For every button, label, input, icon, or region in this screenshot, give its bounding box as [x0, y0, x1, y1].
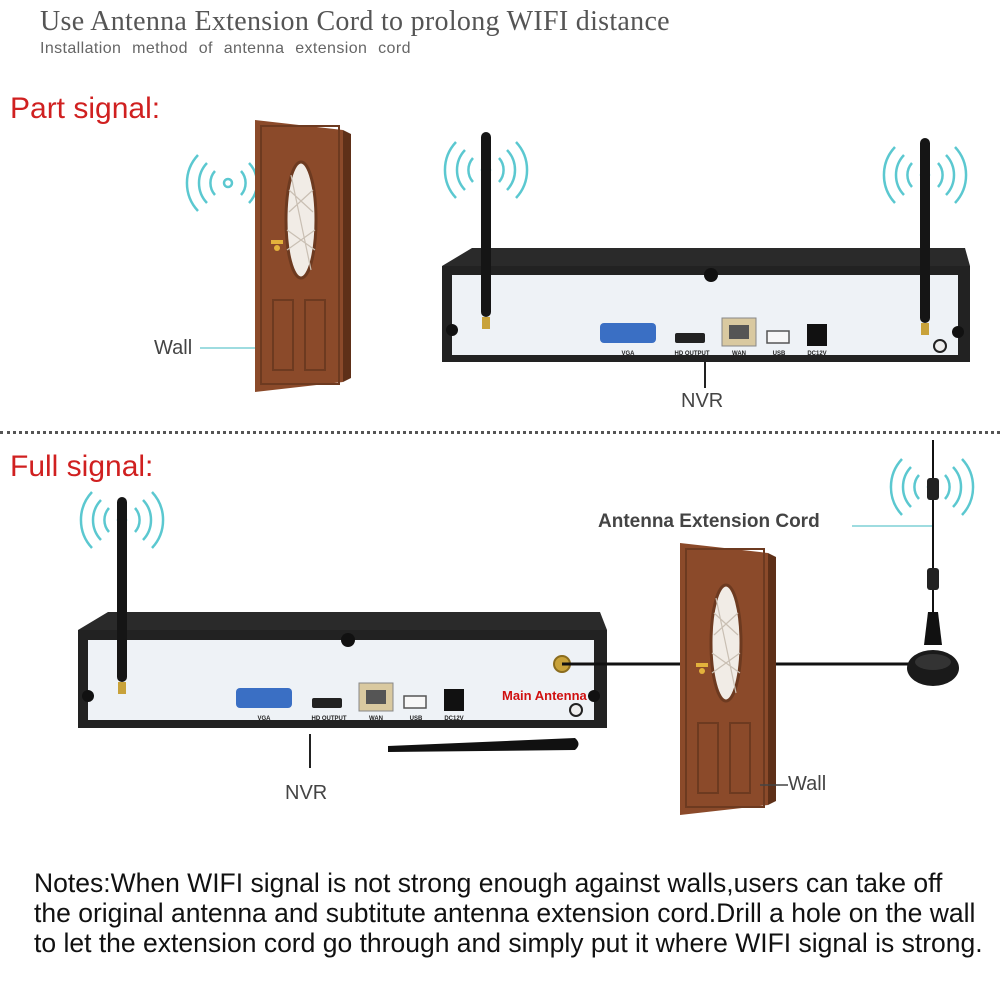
- installation-diagram: VGA HD OUTPUT WAN USB DC12V VGA HD OUTPU…: [78, 118, 975, 817]
- part-signal-antenna-left-icon: [481, 132, 491, 329]
- full-signal-heading: Full signal:: [10, 450, 154, 483]
- part-signal-antenna-right-icon: [920, 138, 930, 335]
- section-divider: [0, 431, 1000, 434]
- svg-text:HD OUTPUT: HD OUTPUT: [312, 716, 347, 722]
- installation-notes: Notes:When WIFI signal is not strong eno…: [34, 868, 983, 958]
- svg-text:WAN: WAN: [369, 716, 383, 722]
- part-signal-nvr: VGA HD OUTPUT WAN USB DC12V: [442, 248, 970, 362]
- full-signal-nvr: VGA HD OUTPUT WAN USB DC12V: [78, 612, 607, 728]
- full-signal-nvr-label: NVR: [285, 782, 328, 804]
- extension-cord-label: Antenna Extension Cord: [598, 511, 820, 532]
- part-signal-door: [253, 118, 353, 394]
- detached-antenna-icon: [388, 738, 579, 752]
- full-signal-wall-label: Wall: [788, 773, 827, 795]
- full-signal-antenna-icon: [117, 497, 127, 694]
- svg-text:WAN: WAN: [732, 351, 746, 357]
- svg-text:DC12V: DC12V: [807, 351, 826, 357]
- svg-text:USB: USB: [410, 716, 423, 722]
- svg-text:HD OUTPUT: HD OUTPUT: [675, 351, 710, 357]
- svg-text:USB: USB: [773, 351, 786, 357]
- svg-text:VGA: VGA: [257, 716, 271, 722]
- full-signal-door: [678, 541, 778, 817]
- part-signal-nvr-label: NVR: [681, 390, 724, 412]
- extension-antenna-icon: [907, 440, 959, 686]
- svg-text:VGA: VGA: [621, 351, 635, 357]
- part-signal-heading: Part signal:: [10, 92, 161, 125]
- svg-text:DC12V: DC12V: [444, 716, 463, 722]
- main-antenna-label: Main Antenna: [502, 688, 587, 703]
- part-signal-wall-label: Wall: [154, 337, 193, 359]
- page-title: Use Antenna Extension Cord to prolong WI…: [40, 6, 670, 37]
- page-subtitle: Installation method of antenna extension…: [40, 40, 411, 57]
